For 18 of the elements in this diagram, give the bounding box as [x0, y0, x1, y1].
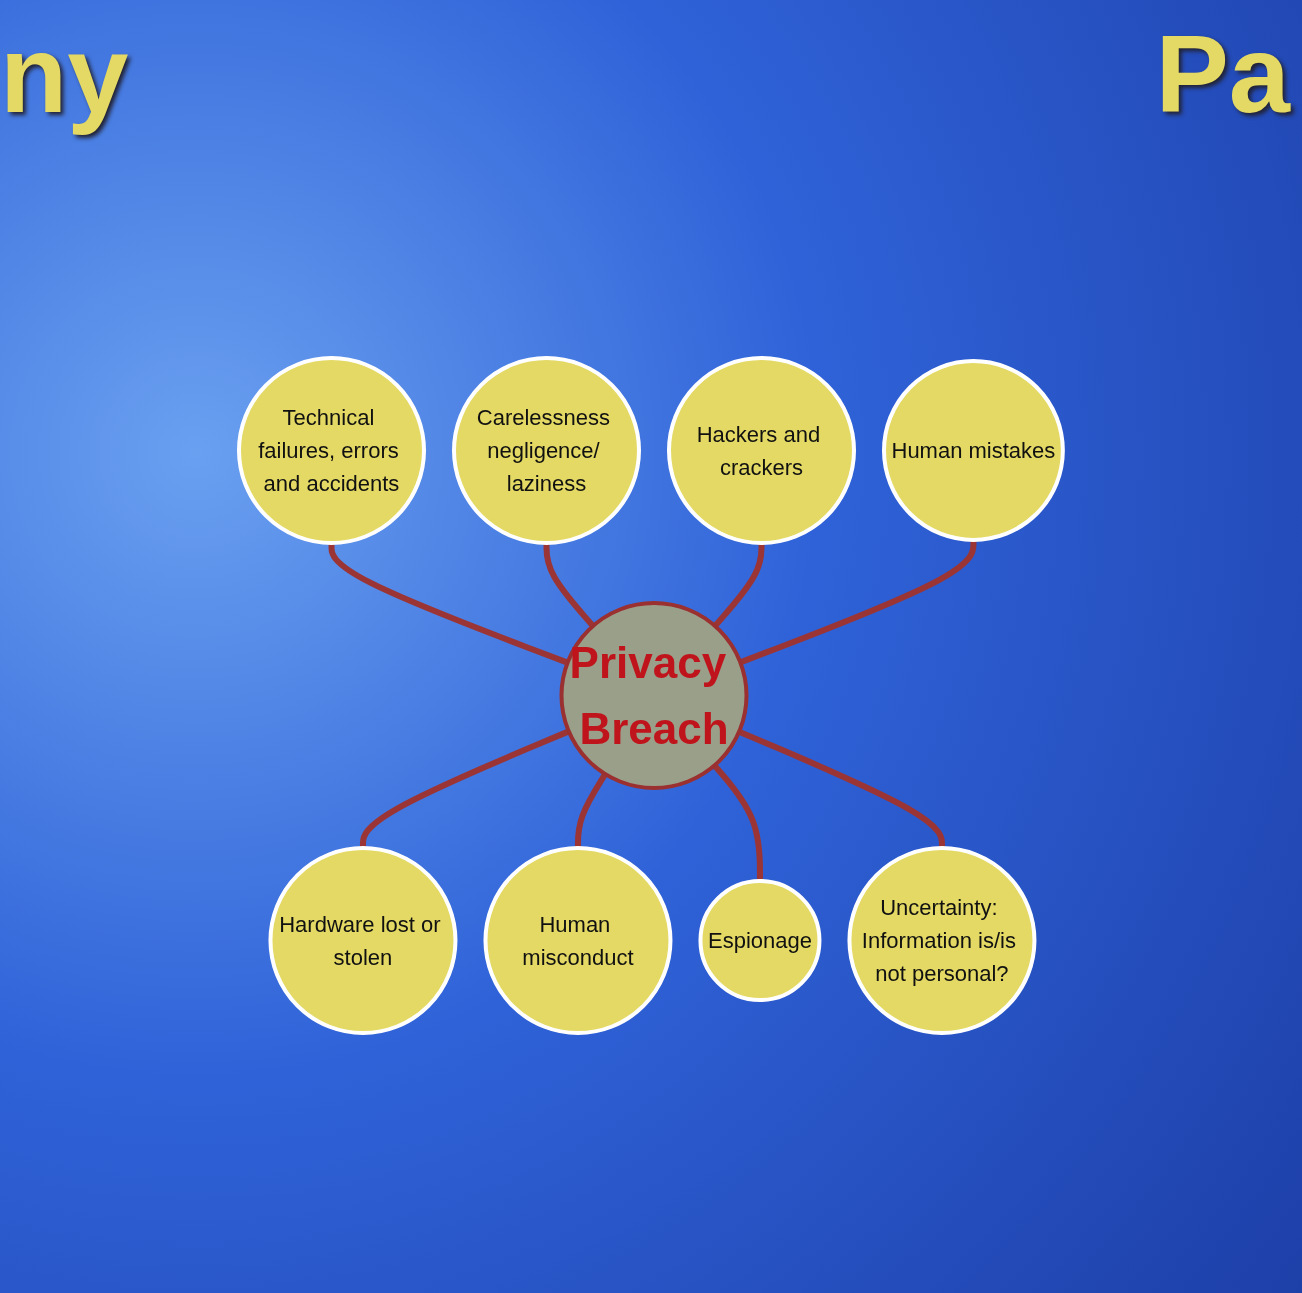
connector — [328, 542, 569, 665]
title-fragment: ny — [0, 11, 129, 137]
title-fragment: Pa — [1155, 11, 1290, 137]
connector — [738, 728, 946, 848]
node-circle: Hackers and crackers — [667, 355, 857, 545]
node-circle: Espionage — [698, 878, 822, 1002]
node-circle: Uncertainty: Information is/is not personal? — [847, 845, 1037, 1035]
node-circle: Privacy Breach — [559, 600, 749, 790]
connector — [712, 763, 764, 881]
connector — [543, 542, 596, 628]
node-circle: Technical failures, errors and accidents — [237, 355, 427, 545]
node-circle: Human mistakes — [882, 358, 1065, 542]
node-circle: Carelessness negligence/ laziness — [452, 355, 642, 545]
node-circle: Human misconduct — [483, 845, 673, 1035]
node-circle: Hardware lost or stolen — [268, 845, 458, 1035]
connector — [712, 542, 765, 628]
connector — [360, 728, 570, 848]
connector — [575, 772, 608, 848]
